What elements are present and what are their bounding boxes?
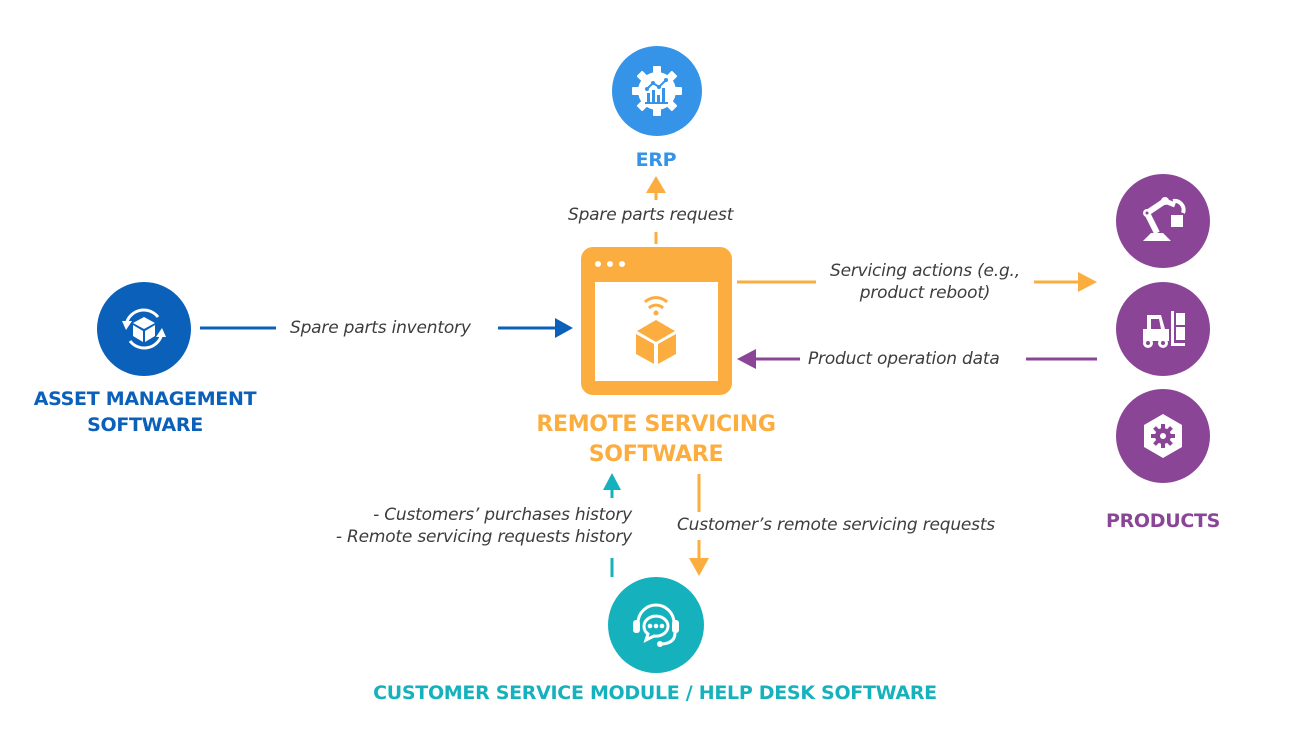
window-dots: [595, 261, 625, 267]
help-desk-title: CUSTOMER SERVICE MODULE / HELP DESK SOFT…: [373, 682, 937, 704]
hex-nut-gear-icon: [1144, 414, 1182, 458]
asset-management-node: [97, 282, 191, 376]
product-operation-data-label: Product operation data: [808, 349, 1000, 369]
erp-arrowhead: [646, 176, 666, 193]
operation-data-arrowhead: [737, 349, 756, 369]
history-label: - Customers’ purchases history - Remote …: [300, 504, 632, 548]
product-forklift-node: [1116, 282, 1210, 376]
box-sync-icon: [122, 308, 166, 350]
servicing-actions-label-line2: product reboot): [859, 283, 991, 303]
window-dot: [607, 261, 613, 267]
asset-management-title: ASSET MANAGEMENT SOFTWARE: [10, 386, 280, 438]
remote-servicing-title: REMOTE SERVICING SOFTWARE: [510, 410, 802, 470]
erp-title: ERP: [635, 149, 677, 171]
servicing-actions-label-line1: Servicing actions (e.g.,: [830, 261, 1020, 281]
erp-node: [612, 46, 702, 136]
window-dot: [619, 261, 625, 267]
gear-chart-icon: [632, 66, 682, 116]
remote-servicing-title-line2: SOFTWARE: [588, 442, 724, 467]
customer-requests-label: Customer’s remote servicing requests: [677, 515, 995, 535]
browser-wireless-box-icon: [636, 296, 676, 364]
servicing-arrowhead: [1078, 272, 1097, 292]
window-dot: [595, 261, 601, 267]
servicing-actions-label: Servicing actions (e.g., product reboot): [820, 260, 1030, 304]
headset-chat-icon: [633, 603, 679, 647]
products-title: PRODUCTS: [1105, 510, 1221, 532]
product-robot-arm-node: [1116, 174, 1210, 268]
history-label-line2: - Remote servicing requests history: [335, 527, 632, 547]
requests-arrowhead: [689, 558, 709, 576]
history-label-line1: - Customers’ purchases history: [373, 505, 632, 525]
product-hex-nut-node: [1116, 389, 1210, 483]
history-arrowhead: [603, 473, 621, 490]
spare-parts-request-label: Spare parts request: [568, 205, 734, 225]
spare-parts-inventory-label: Spare parts inventory: [290, 318, 471, 338]
remote-servicing-title-line1: REMOTE SERVICING: [536, 412, 776, 437]
robot-arm-icon: [1143, 197, 1186, 241]
inventory-arrowhead: [555, 318, 573, 338]
remote-servicing-node: [581, 247, 732, 395]
help-desk-node: [608, 577, 704, 673]
asset-management-title-line1: ASSET MANAGEMENT: [33, 388, 257, 410]
window-content: [595, 282, 718, 381]
forklift-icon: [1143, 311, 1185, 348]
asset-management-title-line2: SOFTWARE: [87, 414, 203, 436]
